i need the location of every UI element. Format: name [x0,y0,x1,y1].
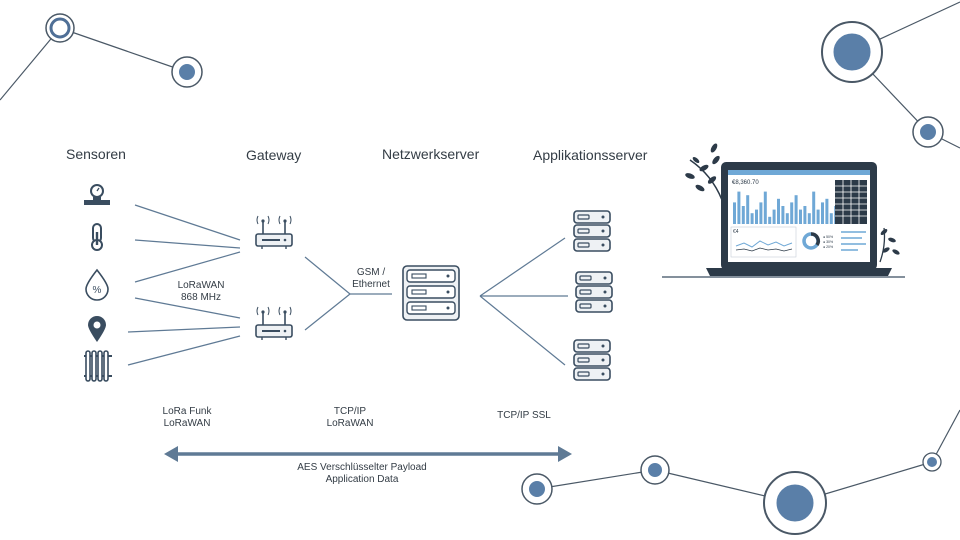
node-circle-icon [821,21,883,83]
thermometer-icon [91,223,103,251]
dashboard-bar [768,216,772,224]
application-data-line: Application Data [325,474,399,485]
ethernet-label-line: Ethernet [352,279,390,290]
gsm-ethernet-label: GSM / Ethernet [345,267,397,291]
dashboard-bar [807,213,811,224]
node-circle-icon [763,471,827,535]
sensors-column-title: Sensoren [66,146,126,162]
plant-leaves-icon [685,143,900,263]
dashboard-progress-lines [841,231,866,251]
aes-double-arrow [164,446,572,462]
dashboard-legend-item: ● 30% [823,240,833,244]
node-circle-icon [640,455,670,485]
application-server-column-title: Applikationsserver [533,147,648,163]
gateway-router-icon [255,306,293,341]
application-server-icon [573,339,611,381]
dashboard-bar [741,206,745,224]
dashboard-bar [746,195,750,224]
dashboard-bar [790,202,794,224]
frequency-label-line: 868 MHz [180,292,221,303]
node-circle-icon [521,473,553,505]
dashboard-bar [759,202,763,224]
aes-payload-line: AES Verschlüsselter Payload [297,462,427,473]
dashboard-bar-chart [733,191,838,224]
svg-text:%: % [93,285,102,296]
node-circle-icon [171,56,203,88]
dashboard-bar [794,195,798,224]
dashboard-bar [799,209,802,224]
dashboard-bar [750,213,754,224]
dashboard-bar [733,202,736,224]
pressure-gauge-icon [84,184,110,205]
tcpip-lorawan-label: TCP/IP LoRaWAN [314,406,386,430]
laptop-dashboard-illustration: €8,360.70 €4 ● 50% ● 30% ● 20% [662,143,905,278]
lorawan-frequency-label: LoRaWAN 868 MHz [170,280,232,304]
gsm-label-line: GSM / [356,267,386,278]
dashboard-title: €8,360.70 [732,180,759,186]
lora-funk-line: LoRa Funk [162,406,212,417]
network-server-column-title: Netzwerkserver [382,146,480,162]
dashboard-bar [803,206,807,224]
node-circle-icon [912,116,944,148]
gateway-router-icon [255,215,293,250]
location-pin-icon [88,316,106,342]
dashboard-bar [816,209,820,224]
dashboard-bar [785,213,789,224]
lorawan-label-line: LoRaWAN [177,280,225,291]
dashboard-bar [772,209,776,224]
radiator-icon [84,350,112,382]
dashboard-bar [781,206,785,224]
gateway-column-title: Gateway [246,147,302,163]
dashboard-bar [829,213,833,224]
node-circle-icon [45,13,75,43]
sensor-gateway-links [127,204,241,366]
dashboard-grid-table [835,180,867,224]
lorawan-line: LoRaWAN [163,418,211,429]
dashboard-donut-chart [802,232,820,250]
lorawan-line: LoRaWAN [326,418,374,429]
lora-funk-label: LoRa Funk LoRaWAN [150,406,224,430]
application-server-icon [575,271,613,313]
dashboard-bar [755,209,758,224]
dashboard-bar [825,198,829,224]
dashboard-panel-label: €4 [733,229,739,235]
decorative-node-circles [45,13,944,535]
network-application-links [479,237,568,366]
network-server-icon [402,265,460,321]
dashboard-bar [812,191,816,224]
node-circle-icon [922,452,942,472]
humidity-drop-icon: % [85,268,109,301]
application-server-icon [573,210,611,252]
aes-payload-label: AES Verschlüsselter Payload Application … [272,462,452,486]
dashboard-legend-item: ● 20% [823,245,833,249]
dashboard-bar [777,198,780,224]
gateway-network-links [304,256,392,331]
tcpip-ssl-label: TCP/IP SSL [497,410,551,421]
dashboard-bar [763,191,767,224]
tcpip-line: TCP/IP [333,406,367,417]
dashboard-bar [737,191,741,224]
dashboard-legend-item: ● 50% [823,235,833,239]
dashboard-bar [821,202,824,224]
